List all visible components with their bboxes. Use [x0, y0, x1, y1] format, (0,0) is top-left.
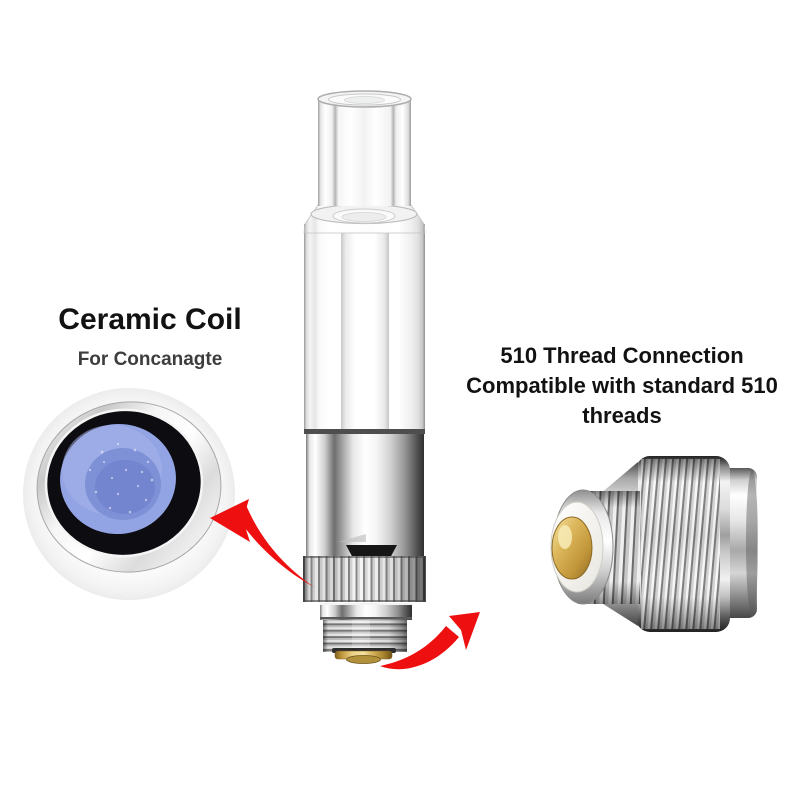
curved-arrow-to-coil-icon: [210, 499, 314, 587]
base-collar: [320, 603, 412, 620]
coil-annotation-subtitle: For Concanagte: [77, 349, 223, 370]
curved-arrow-to-connector-icon: [380, 612, 480, 670]
thread-510: [323, 620, 407, 652]
connector-knurled-ring: [636, 456, 730, 632]
mouthpiece: [318, 99, 411, 206]
coil-closeup-photo: [23, 388, 235, 600]
callout-arrows: [210, 499, 480, 670]
base-joint-line: [304, 429, 425, 434]
coil-annotation-title: Ceramic Coil: [58, 303, 242, 336]
cartridge-photo: [303, 90, 426, 664]
coil-annotation: Ceramic Coil For Concanagte: [28, 301, 272, 372]
thread-annotation-line1: 510 Thread Connection: [500, 343, 744, 368]
base-glint: [338, 534, 366, 542]
thread-annotation-line2: Compatible with standard 510 threads: [466, 373, 778, 428]
mouthpiece-bore: [344, 96, 385, 104]
center-post: [341, 221, 389, 433]
shoulder-rim-inner: [341, 212, 387, 222]
connector-gold-highlight: [558, 525, 572, 549]
connector-gold-contact: [551, 516, 593, 580]
bottom-contact-gold: [332, 648, 396, 664]
ceramic-speckles: [88, 442, 154, 514]
thread-annotation: 510 Thread Connection Compatible with st…: [457, 341, 787, 431]
connector-closeup-photo: [550, 456, 758, 632]
knurled-ring: [303, 556, 426, 602]
ceramic-bowl-shade: [95, 460, 155, 514]
